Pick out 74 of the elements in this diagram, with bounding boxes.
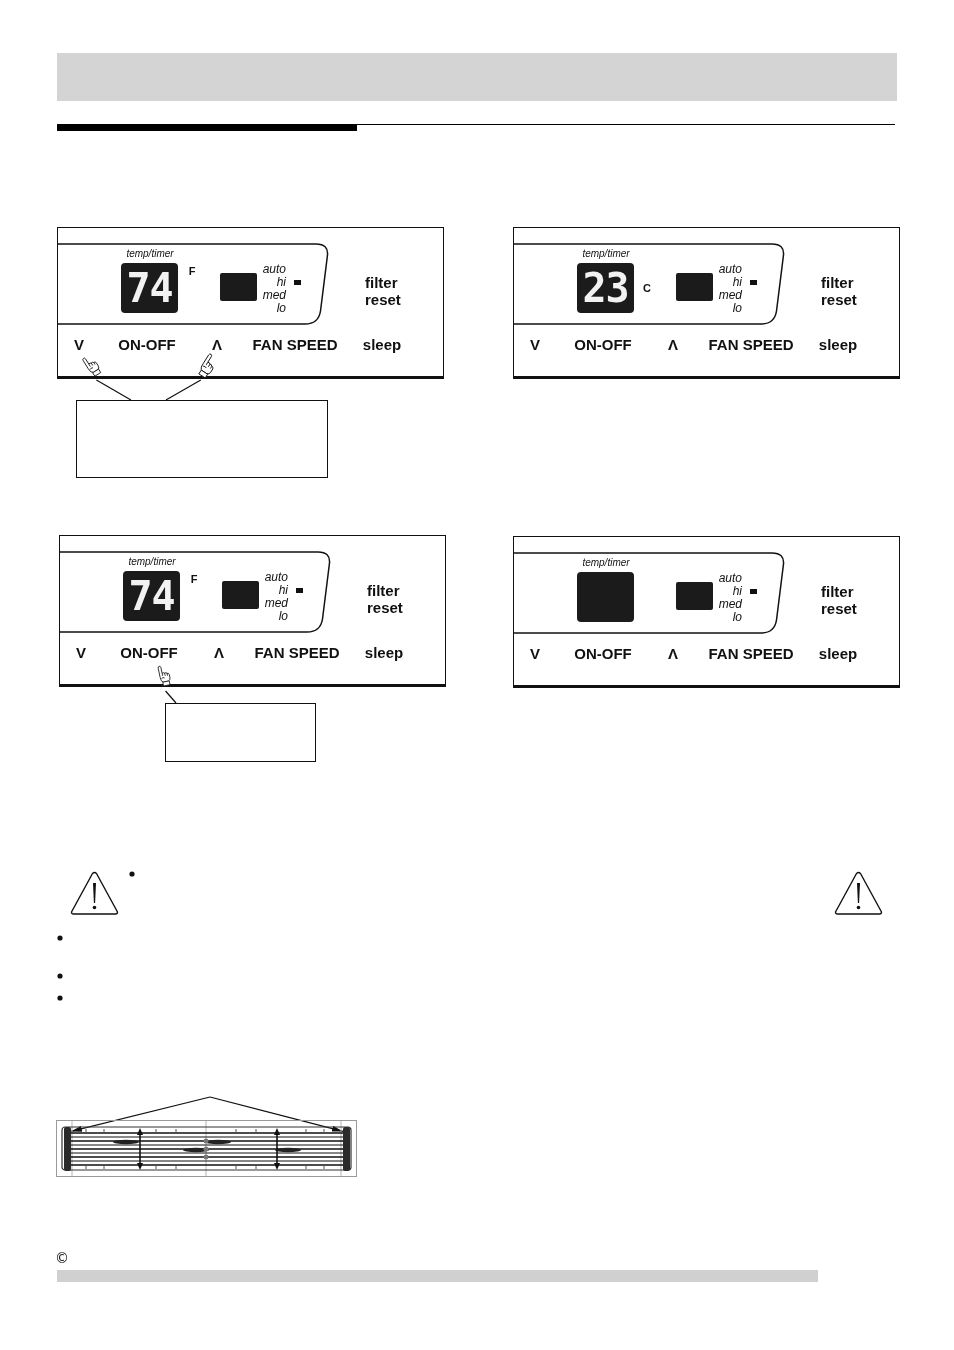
callout-box [76, 400, 328, 478]
fan-speed-label: med [264, 596, 288, 610]
display-window [58, 243, 330, 325]
control-label: V [530, 645, 540, 661]
control-label: ON-OFF [118, 336, 176, 352]
fan-speed-label: lo [732, 610, 742, 624]
fan-speed-label: auto [718, 571, 742, 585]
control-label: V [530, 336, 540, 352]
display-window [514, 243, 786, 325]
control-label: Λ [214, 644, 224, 660]
louver-end-cap [343, 1127, 350, 1171]
fan-speed-label: lo [276, 301, 286, 315]
control-label: FAN SPEED [254, 644, 340, 660]
copyright-symbol: © [55, 1251, 69, 1265]
display-window [514, 552, 786, 634]
louver-end-cap [64, 1127, 71, 1171]
control-label: Λ [212, 336, 222, 352]
fan-speed-display [676, 582, 713, 610]
fan-speed-label: lo [732, 301, 742, 315]
fan-speed-label: hi [732, 275, 742, 289]
fan-speed-display [676, 273, 713, 301]
fan-speed-label: med [718, 597, 742, 611]
fan-speed-label: auto [718, 262, 742, 276]
control-label: V [76, 644, 86, 660]
control-panel [513, 536, 900, 688]
control-label: FAN SPEED [252, 336, 338, 352]
control-panel [57, 227, 444, 379]
control-label: Λ [668, 336, 678, 352]
digital-display [577, 572, 634, 622]
unit-label: F [190, 573, 198, 585]
unit-label: F [188, 265, 196, 277]
fan-speed-label: med [718, 288, 742, 302]
control-label: ON-OFF [574, 336, 632, 352]
fan-speed-display [220, 273, 257, 301]
display-caption: temp/timer [126, 249, 174, 259]
control-label: Λ [668, 645, 678, 661]
control-label: ON-OFF [120, 644, 178, 660]
fan-speed-label: med [262, 288, 286, 302]
control-label: V [74, 336, 84, 352]
control-label: filter reset [821, 583, 857, 617]
display-caption: temp/timer [582, 249, 630, 259]
control-label: FAN SPEED [708, 336, 794, 352]
fan-speed-label: hi [276, 275, 286, 289]
callout-box [165, 703, 316, 762]
control-label: sleep [364, 644, 404, 660]
control-panel [59, 535, 446, 687]
control-label: filter reset [367, 582, 403, 616]
fan-speed-label: lo [278, 609, 288, 623]
leader-line [164, 690, 177, 704]
fan-speed-display [222, 581, 259, 609]
control-label: ON-OFF [574, 645, 632, 661]
display-caption: temp/timer [582, 558, 630, 568]
fan-speed-label: hi [278, 583, 288, 597]
fan-speed-label: hi [732, 584, 742, 598]
temperature-digits: 23 [582, 268, 629, 308]
control-label: sleep [818, 336, 858, 352]
louver-illustration [56, 1120, 357, 1177]
control-label: sleep [818, 645, 858, 661]
control-label: sleep [362, 336, 402, 352]
display-window [60, 551, 332, 633]
temperature-digits: 74 [128, 576, 175, 616]
leader-line [165, 379, 202, 401]
control-panel [513, 227, 900, 379]
unit-label: C [643, 282, 651, 294]
leader-line [95, 379, 132, 401]
arrow [70, 1096, 211, 1132]
fan-speed-label: auto [262, 262, 286, 276]
temperature-digits: 74 [126, 268, 173, 308]
control-label: filter reset [821, 274, 857, 308]
display-caption: temp/timer [128, 557, 176, 567]
control-label: FAN SPEED [708, 645, 794, 661]
fan-speed-label: auto [264, 570, 288, 584]
control-label: filter reset [365, 274, 401, 308]
arrow [209, 1096, 344, 1132]
